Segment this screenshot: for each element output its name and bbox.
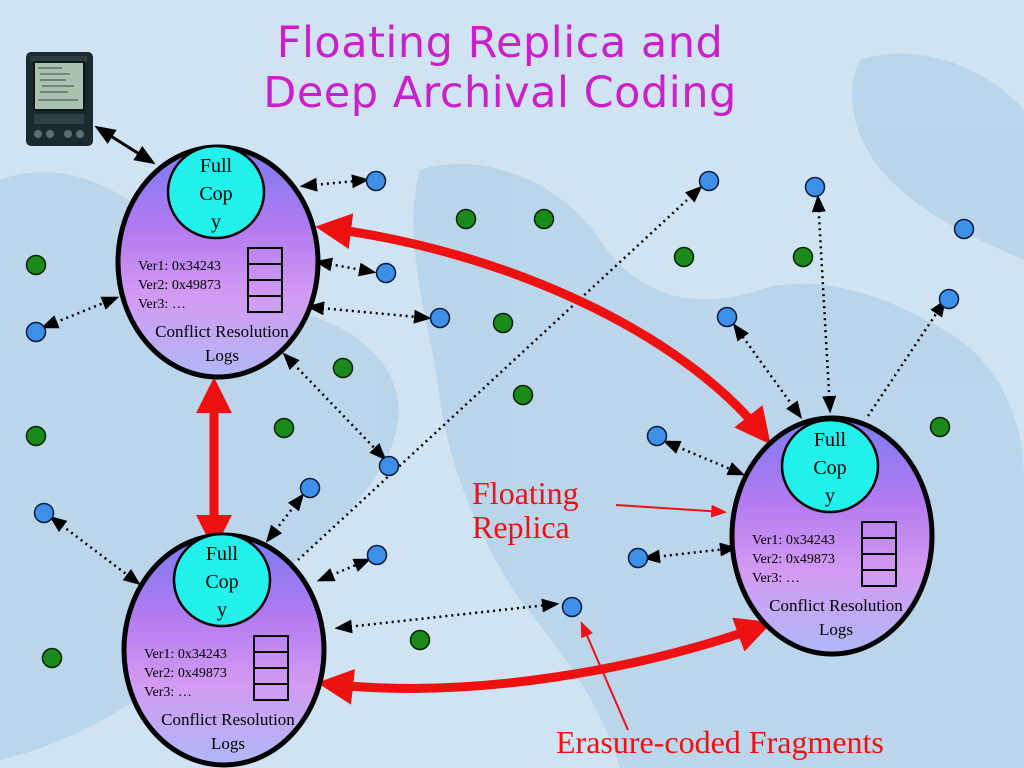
dotted-link xyxy=(40,296,120,329)
fragment-node-blue xyxy=(365,170,387,192)
version-text: Ver1: 0x34243 xyxy=(138,259,221,274)
fragment-node-blue xyxy=(804,176,826,198)
full-copy-circle xyxy=(172,532,272,628)
fragment-node-blue xyxy=(953,218,975,240)
logs-text: Logs xyxy=(819,620,853,639)
dotted-link xyxy=(314,257,377,277)
dotted-link xyxy=(306,301,432,324)
fragment-node-green xyxy=(332,357,354,379)
full-copy-text: Cop xyxy=(199,183,232,205)
fragment-node-blue xyxy=(716,306,738,328)
sync-arrow-top-right xyxy=(315,213,771,445)
sync-arrow-bottom-right xyxy=(317,617,773,705)
log-box xyxy=(253,683,289,701)
page-title: Floating Replica and Deep Archival Codin… xyxy=(150,18,850,118)
floating-label-line-2: Replica xyxy=(472,509,570,545)
log-box xyxy=(247,295,283,313)
fragment-node-blue xyxy=(378,455,400,477)
fragment-node-green xyxy=(792,246,814,268)
full-copy-circle xyxy=(166,144,266,240)
fragment-node-blue xyxy=(366,544,388,566)
title-line-1: Floating Replica and xyxy=(276,18,724,68)
fragment-node-green xyxy=(455,208,477,230)
fragment-node-blue xyxy=(375,262,397,284)
fragment-node-blue xyxy=(938,288,960,310)
fragment-node-green xyxy=(41,647,63,669)
full-copy-text: y xyxy=(211,211,221,233)
fragment-node-green xyxy=(533,208,555,230)
fragment-node-blue xyxy=(33,502,55,524)
dotted-link xyxy=(334,598,560,634)
full-copy-text: y xyxy=(825,485,835,507)
fragment-node-blue xyxy=(646,425,668,447)
fragment-node-blue xyxy=(299,477,321,499)
dotted-link xyxy=(299,174,370,192)
dotted-link xyxy=(866,299,946,417)
dotted-link xyxy=(316,558,372,582)
dotted-link xyxy=(642,542,738,564)
device-link xyxy=(94,125,156,165)
version-text: Ver3: … xyxy=(138,297,186,312)
version-text: Ver2: 0x49873 xyxy=(144,666,227,681)
logs-text: Conflict Resolution xyxy=(769,596,903,615)
full-copy-text: Full xyxy=(814,429,847,451)
title-line-2: Deep Archival Coding xyxy=(263,68,737,118)
full-copy-text: Cop xyxy=(205,571,238,593)
full-copy-text: Full xyxy=(200,155,233,177)
fragment-node-green xyxy=(512,384,534,406)
pda-device-icon xyxy=(26,52,93,146)
fragment-node-green xyxy=(409,629,431,651)
replica-sync-arrows xyxy=(196,213,773,705)
version-text: Ver3: … xyxy=(752,571,800,586)
fragment-node-blue xyxy=(25,321,47,343)
logs-text: Logs xyxy=(211,734,245,753)
fragment-node-green xyxy=(929,416,951,438)
fragment-node-blue xyxy=(561,596,583,618)
fragment-nodes xyxy=(25,170,975,669)
dotted-link xyxy=(662,440,746,476)
version-text: Ver2: 0x49873 xyxy=(752,552,835,567)
floating-replica-label: Floating Replica xyxy=(472,476,579,544)
full-copy-text: y xyxy=(217,599,227,621)
fragment-node-blue xyxy=(429,307,451,329)
full-copy-text: Full xyxy=(206,543,239,565)
floating-pointer xyxy=(615,504,728,518)
fragment-node-green xyxy=(273,417,295,439)
version-text: Ver2: 0x49873 xyxy=(138,278,221,293)
fragment-node-green xyxy=(25,425,47,447)
fragment-node-blue xyxy=(627,547,649,569)
logs-text: Logs xyxy=(205,346,239,365)
logs-text: Conflict Resolution xyxy=(155,322,289,341)
fragment-node-green xyxy=(673,246,695,268)
version-text: Ver1: 0x34243 xyxy=(752,533,835,548)
fragment-node-green xyxy=(25,254,47,276)
full-copy-text: Cop xyxy=(813,457,846,479)
fragment-node-green xyxy=(492,312,514,334)
logs-text: Conflict Resolution xyxy=(161,710,295,729)
fragment-node-blue xyxy=(698,170,720,192)
full-copy-circle xyxy=(780,418,880,514)
erasure-coded-fragments-label: Erasure-coded Fragments xyxy=(556,724,884,760)
floating-label-line-1: Floating xyxy=(472,475,579,511)
version-text: Ver1: 0x34243 xyxy=(144,647,227,662)
version-text: Ver3: … xyxy=(144,685,192,700)
log-box xyxy=(861,569,897,587)
erasure-pointer xyxy=(580,621,629,731)
